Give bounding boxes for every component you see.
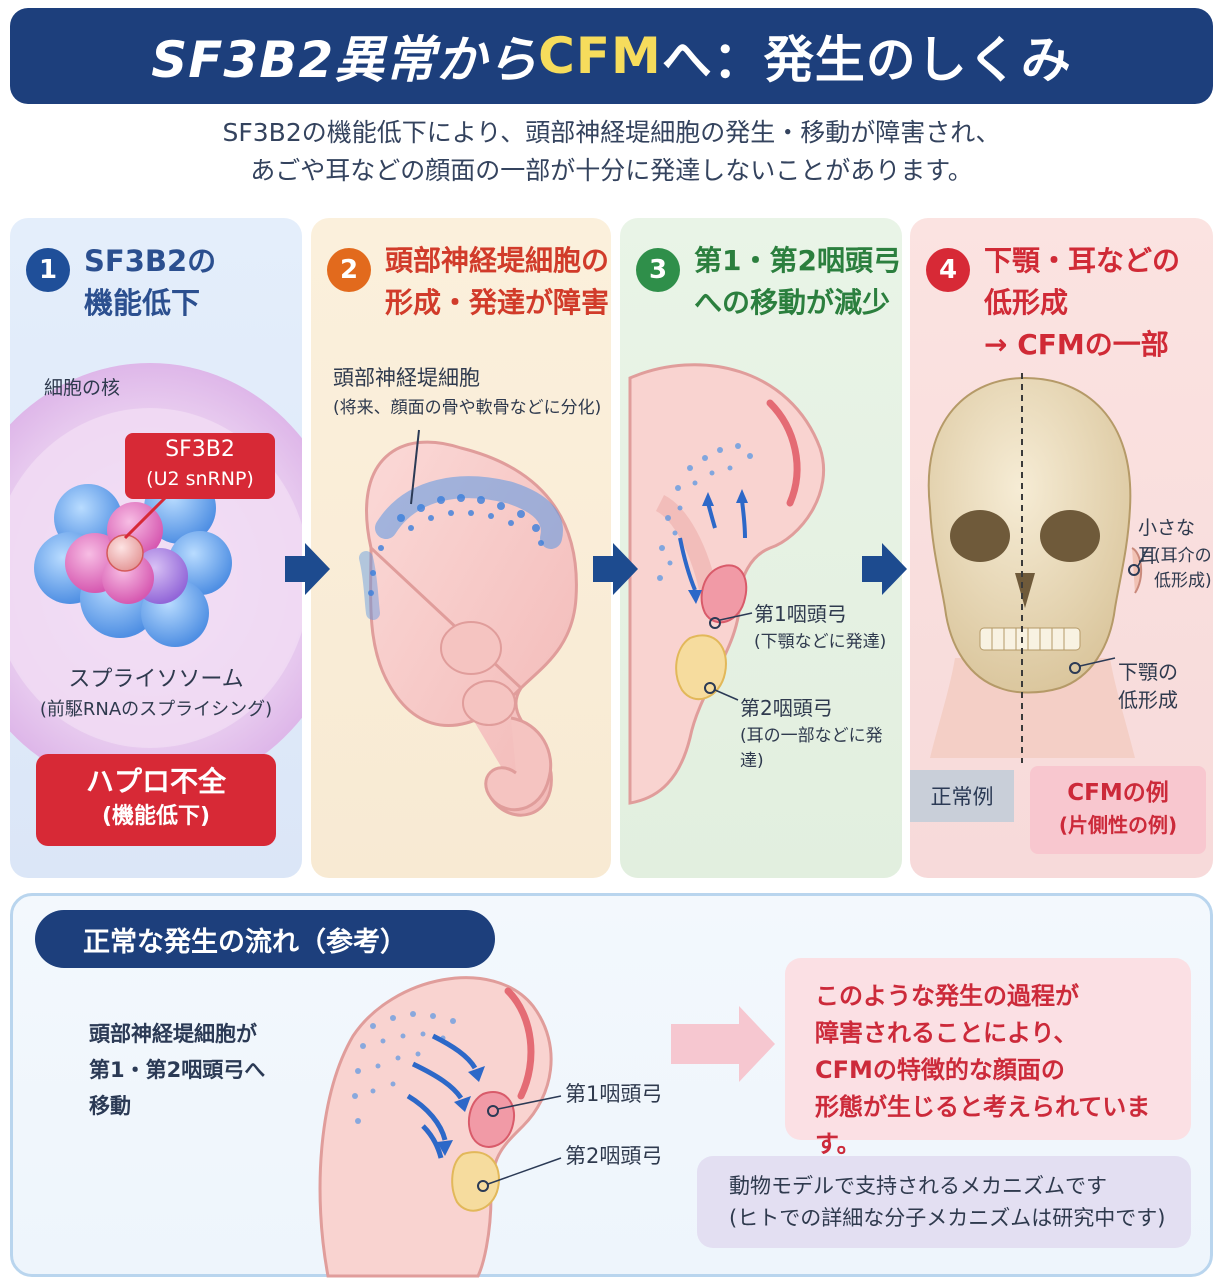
bottom-arch-1-label: 第1咽頭弓	[565, 1082, 663, 1106]
neural-crest-sub: (将来、顔面の骨や軟骨などに分化)	[333, 398, 602, 418]
panel-step-3: 3 第1・第2咽頭弓 への移動が減少 第1咽頭弓 (下顎などに発達) 第2咽頭弓…	[620, 218, 902, 878]
step-1-title: SF3B2の 機能低下	[84, 244, 217, 320]
conclusion-box: このような発生の過程が 障害されることにより、 CFMの特徴的な顔面の 形態が生…	[785, 958, 1191, 1158]
normal-development-section: 正常な発生の流れ（参考） 頭部神経堤細胞が 第1・第2咽頭弓へ 移動	[10, 893, 1213, 1278]
title-part-3: へ：発生のしくみ	[661, 31, 1072, 89]
embryo-illustration	[359, 429, 578, 817]
skull-illustration	[927, 373, 1149, 763]
step-1-header: 1 SF3B2の 機能低下	[26, 240, 216, 324]
step-1-number: 1	[26, 248, 70, 292]
cfm-example-tag: CFMの例 (片側性の例)	[1030, 766, 1206, 854]
step-4-header: 4 下顎・耳などの 低形成 → CFMの一部	[926, 240, 1180, 366]
cfm-example-sub: (片側性の例)	[1058, 813, 1178, 837]
nucleus-illustration	[10, 363, 302, 793]
panel-step-1: 1 SF3B2の 機能低下 細胞の核 SF3B2 (U2 snRNP) スプライ…	[10, 218, 302, 878]
arch-1-sub: (下顎などに発達)	[754, 632, 887, 652]
panel-step-2: 2 頭部神経堤細胞の 形成・発達が障害 頭部神経堤細胞 (将来、顔面の骨や軟骨な…	[311, 218, 611, 878]
haplo-sub: (機能低下)	[101, 804, 211, 829]
subtitle-line-2: あごや耳などの顔面の一部が十分に発達しないことがあります。	[250, 156, 973, 185]
step-3-title: 第1・第2咽頭弓 への移動が減少	[694, 244, 901, 319]
step-3-header: 3 第1・第2咽頭弓 への移動が減少	[636, 240, 901, 324]
step-3-number: 3	[636, 248, 680, 292]
small-ear-sub: (耳介の 低形成)	[1154, 546, 1212, 591]
normal-embryo-illustration	[318, 976, 775, 1278]
neural-crest-label: 頭部神経堤細胞	[333, 366, 480, 390]
jaw-label: 下顎の 低形成	[1118, 660, 1178, 712]
sf3b2-tag: SF3B2	[165, 437, 235, 462]
arch-2-sub: (耳の一部などに発達)	[740, 726, 883, 771]
sf3b2-sub: (U2 snRNP)	[146, 468, 254, 490]
evidence-note-box: 動物モデルで支持されるメカニズムです (ヒトでの詳細な分子メカニズムは研究中です…	[697, 1156, 1191, 1248]
step-2-title: 頭部神経堤細胞の 形成・発達が障害	[385, 244, 610, 319]
haplo-badge: ハプロ不全 (機能低下)	[36, 754, 276, 846]
bottom-flow-arrow	[671, 1006, 775, 1082]
small-ear-label: 小さな耳	[1138, 517, 1196, 567]
step-2-header: 2 頭部神経堤細胞の 形成・発達が障害	[327, 240, 609, 324]
normal-development-desc: 頭部神経堤細胞が 第1・第2咽頭弓へ 移動	[89, 1022, 266, 1118]
normal-example-tag: 正常例	[910, 770, 1014, 822]
arch-2-label: 第2咽頭弓	[740, 696, 833, 720]
title-cfm: CFM	[538, 27, 662, 85]
step-4-title: 下顎・耳などの 低形成 → CFMの一部	[984, 244, 1181, 361]
step-2-number: 2	[327, 248, 371, 292]
normal-development-tag: 正常な発生の流れ（参考）	[35, 910, 495, 968]
spliceosome-label: スプライソソーム	[68, 667, 244, 692]
spliceosome-sub: (前駆RNAのスプライシング)	[39, 699, 273, 720]
subtitle-line-1: SF3B2の機能低下により、頭部神経堤細胞の発生・移動が障害され、	[222, 118, 1001, 147]
arch-1-label: 第1咽頭弓	[754, 602, 847, 626]
step-4-number: 4	[926, 248, 970, 292]
panel-step-4: 4 下顎・耳などの 低形成 → CFMの一部 小さな耳 (耳介の 低形成) 下顎…	[910, 218, 1213, 878]
haplo-label: ハプロ不全	[85, 765, 226, 798]
nucleus-label: 細胞の核	[44, 377, 121, 399]
pharyngeal-arch-illustration	[628, 363, 826, 805]
title-part-1: SF3B2異常から	[151, 31, 539, 89]
subtitle: SF3B2の機能低下により、頭部神経堤細胞の発生・移動が障害され、 あごや耳など…	[0, 114, 1223, 190]
cfm-example-label: CFMの例	[1067, 780, 1169, 806]
bottom-arch-2-label: 第2咽頭弓	[565, 1144, 663, 1168]
